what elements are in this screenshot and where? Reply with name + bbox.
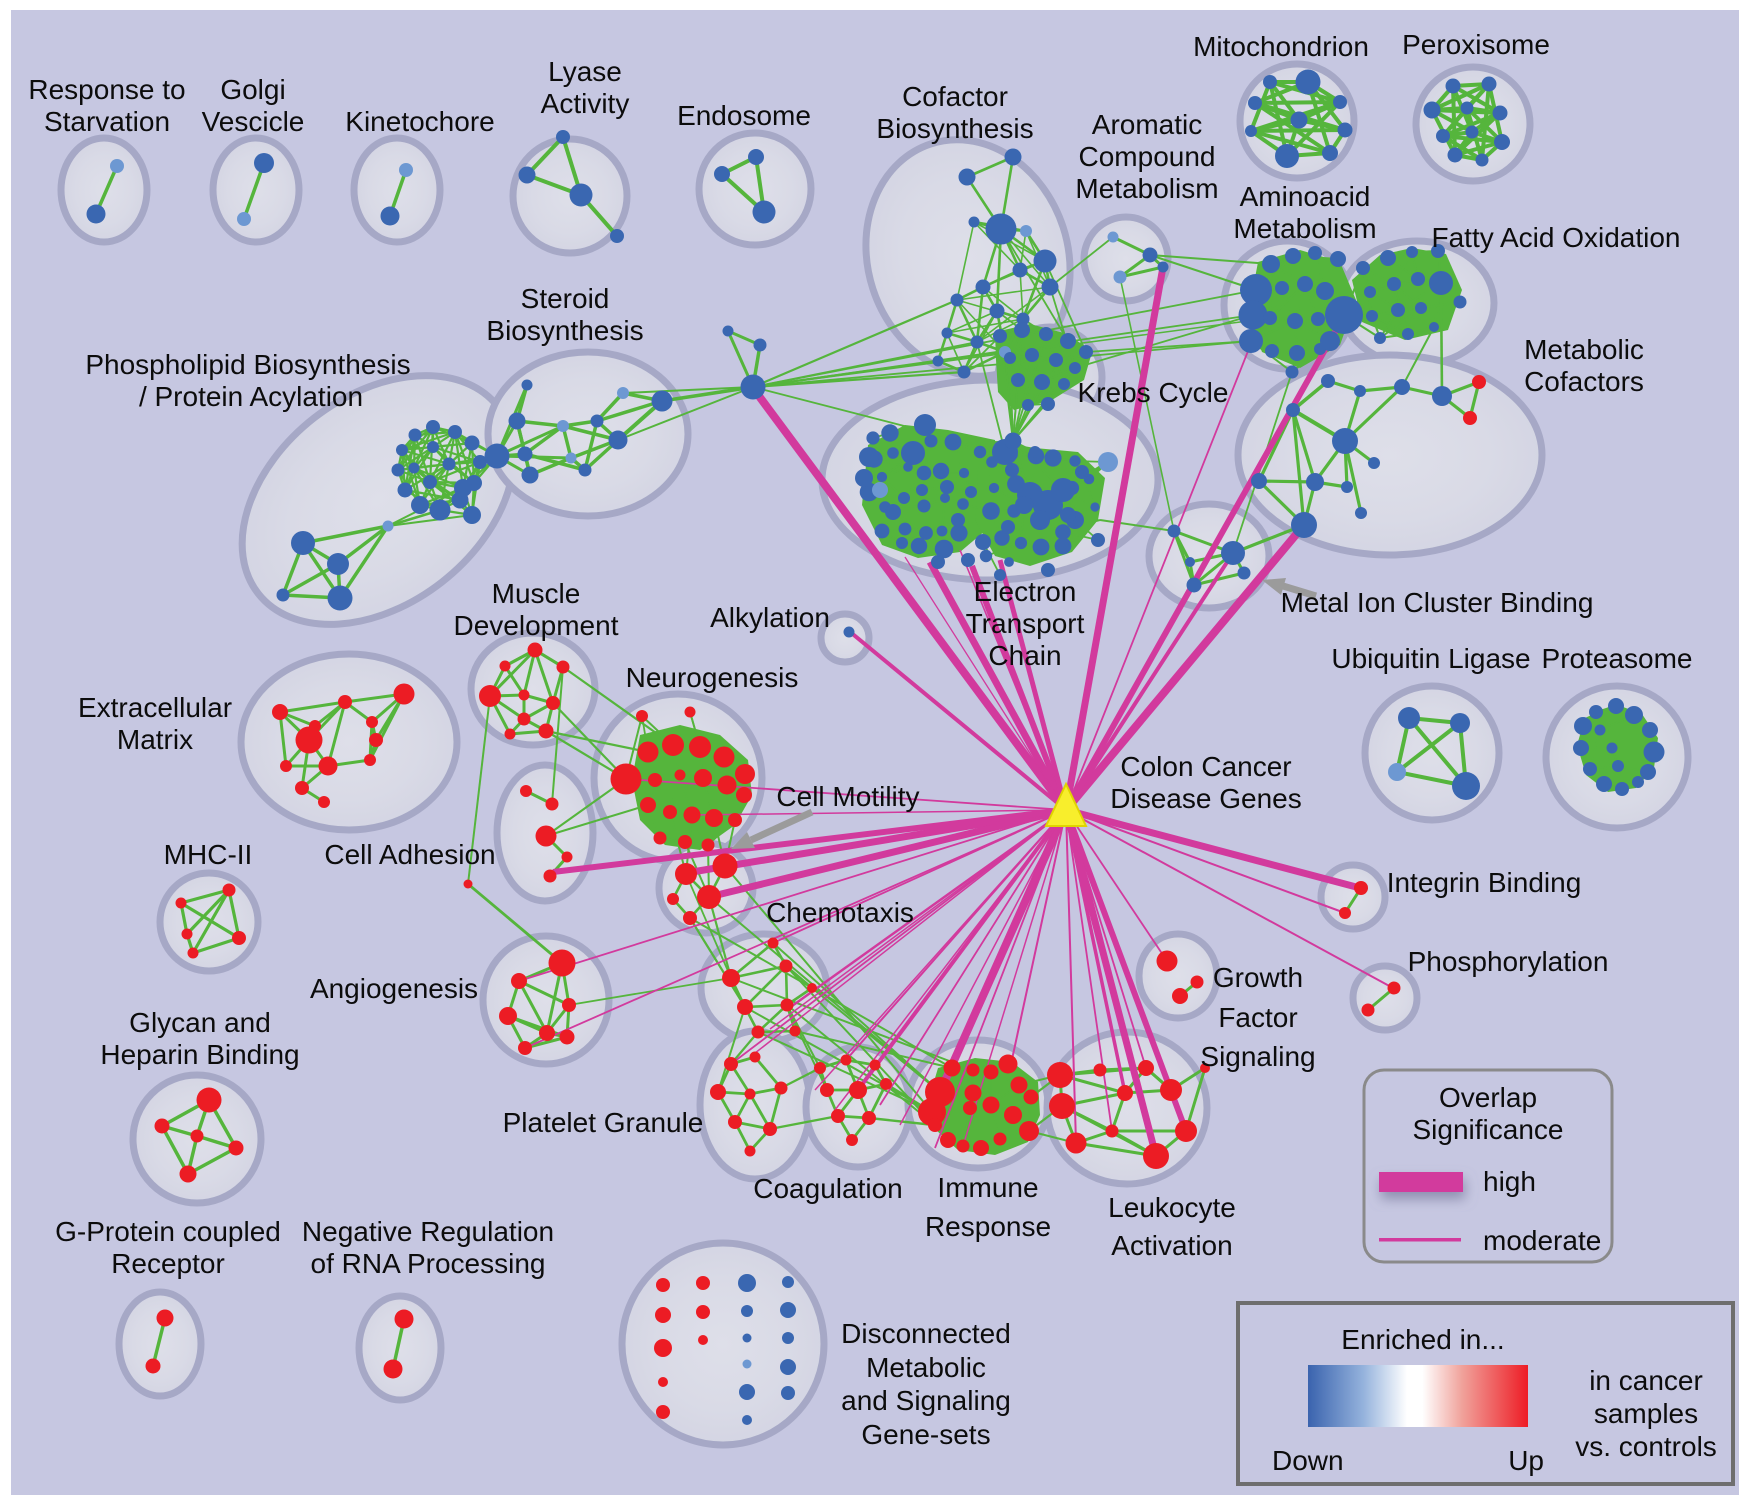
- svg-text:Activation: Activation: [1111, 1230, 1232, 1261]
- svg-text:Receptor: Receptor: [111, 1248, 225, 1279]
- svg-text:Peroxisome: Peroxisome: [1402, 29, 1550, 60]
- svg-text:Growth: Growth: [1213, 962, 1303, 993]
- svg-text:Response to: Response to: [28, 74, 185, 105]
- svg-text:Glycan and: Glycan and: [129, 1007, 271, 1038]
- svg-text:of RNA Processing: of RNA Processing: [311, 1248, 546, 1279]
- svg-text:Development: Development: [454, 610, 619, 641]
- svg-text:Aromatic: Aromatic: [1092, 109, 1202, 140]
- svg-text:Up: Up: [1508, 1445, 1544, 1476]
- svg-text:Electron: Electron: [974, 576, 1077, 607]
- svg-text:Metabolic: Metabolic: [866, 1352, 986, 1383]
- svg-text:Platelet Granule: Platelet Granule: [503, 1107, 704, 1138]
- svg-text:Metabolism: Metabolism: [1233, 213, 1376, 244]
- svg-text:Biosynthesis: Biosynthesis: [876, 113, 1033, 144]
- svg-text:Negative Regulation: Negative Regulation: [302, 1216, 554, 1247]
- svg-text:Endosome: Endosome: [677, 100, 811, 131]
- svg-text:Krebs Cycle: Krebs Cycle: [1078, 377, 1229, 408]
- svg-text:Cofactors: Cofactors: [1524, 366, 1644, 397]
- svg-text:vs. controls: vs. controls: [1575, 1431, 1717, 1462]
- svg-text:Lyase: Lyase: [548, 56, 622, 87]
- svg-text:Heparin Binding: Heparin Binding: [100, 1039, 299, 1070]
- svg-text:Angiogenesis: Angiogenesis: [310, 973, 478, 1004]
- svg-text:Aminoacid: Aminoacid: [1240, 181, 1371, 212]
- svg-text:Biosynthesis: Biosynthesis: [486, 315, 643, 346]
- svg-text:high: high: [1483, 1166, 1536, 1197]
- svg-text:Response: Response: [925, 1211, 1051, 1242]
- svg-text:Factor: Factor: [1218, 1002, 1297, 1033]
- svg-text:Disconnected: Disconnected: [841, 1318, 1011, 1349]
- svg-text:Cofactor: Cofactor: [902, 81, 1008, 112]
- svg-text:Leukocyte: Leukocyte: [1108, 1192, 1236, 1223]
- svg-text:Metal Ion Cluster Binding: Metal Ion Cluster Binding: [1281, 587, 1594, 618]
- svg-text:Muscle: Muscle: [492, 578, 581, 609]
- svg-text:Coagulation: Coagulation: [753, 1173, 902, 1204]
- svg-text:Down: Down: [1272, 1445, 1344, 1476]
- svg-text:Alkylation: Alkylation: [710, 602, 830, 633]
- svg-text:Metabolism: Metabolism: [1075, 173, 1218, 204]
- svg-text:Kinetochore: Kinetochore: [345, 106, 494, 137]
- svg-text:Starvation: Starvation: [44, 106, 170, 137]
- svg-text:Matrix: Matrix: [117, 724, 193, 755]
- svg-text:Transport: Transport: [966, 608, 1085, 639]
- svg-text:samples: samples: [1594, 1398, 1698, 1429]
- svg-text:Fatty Acid Oxidation: Fatty Acid Oxidation: [1431, 222, 1680, 253]
- svg-text:Phosphorylation: Phosphorylation: [1408, 946, 1609, 977]
- svg-text:Neurogenesis: Neurogenesis: [626, 662, 799, 693]
- svg-text:moderate: moderate: [1483, 1225, 1601, 1256]
- svg-text:Activity: Activity: [541, 88, 630, 119]
- svg-text:Phospholipid Biosynthesis: Phospholipid Biosynthesis: [85, 349, 410, 380]
- svg-text:Signaling: Signaling: [1200, 1041, 1315, 1072]
- svg-text:Overlap: Overlap: [1439, 1082, 1537, 1113]
- svg-text:/ Protein Acylation: / Protein Acylation: [139, 381, 363, 412]
- svg-text:Cell Adhesion: Cell Adhesion: [324, 839, 495, 870]
- svg-text:Cell Motility: Cell Motility: [776, 781, 919, 812]
- svg-text:Integrin Binding: Integrin Binding: [1387, 867, 1582, 898]
- svg-text:and Signaling: and Signaling: [841, 1385, 1011, 1416]
- svg-text:Disease Genes: Disease Genes: [1110, 783, 1301, 814]
- svg-text:Metabolic: Metabolic: [1524, 334, 1644, 365]
- svg-text:MHC-II: MHC-II: [164, 839, 253, 870]
- svg-text:Proteasome: Proteasome: [1542, 643, 1693, 674]
- svg-text:Mitochondrion: Mitochondrion: [1193, 31, 1369, 62]
- svg-text:Extracellular: Extracellular: [78, 692, 232, 723]
- svg-text:Gene-sets: Gene-sets: [861, 1419, 990, 1450]
- svg-text:Compound: Compound: [1079, 141, 1216, 172]
- svg-text:G-Protein coupled: G-Protein coupled: [55, 1216, 281, 1247]
- svg-text:Chain: Chain: [988, 640, 1061, 671]
- svg-text:Immune: Immune: [937, 1172, 1038, 1203]
- svg-text:Vescicle: Vescicle: [202, 106, 305, 137]
- svg-text:Ubiquitin Ligase: Ubiquitin Ligase: [1331, 643, 1530, 674]
- svg-text:Significance: Significance: [1413, 1114, 1564, 1145]
- svg-text:Golgi: Golgi: [220, 74, 285, 105]
- svg-text:Chemotaxis: Chemotaxis: [766, 897, 914, 928]
- svg-text:Enriched in...: Enriched in...: [1341, 1324, 1504, 1355]
- svg-text:Steroid: Steroid: [521, 283, 610, 314]
- svg-text:in cancer: in cancer: [1589, 1365, 1703, 1396]
- svg-text:Colon Cancer: Colon Cancer: [1120, 751, 1291, 782]
